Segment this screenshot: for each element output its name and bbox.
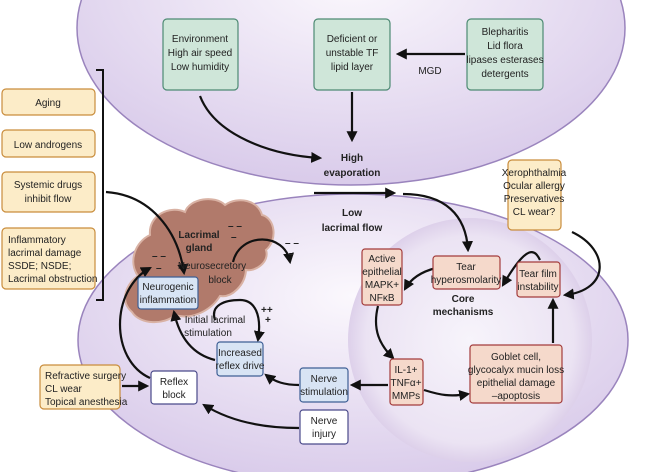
mgd-label: MGD [418, 66, 441, 77]
il1-tnf-mmps-box: IL-1+TNFα+MMPs [389, 358, 424, 406]
aging-box: Aging [1, 88, 96, 116]
svg-text:Low androgens: Low androgens [14, 140, 82, 151]
svg-text:Aging: Aging [35, 98, 61, 109]
minus-marks: – –– [228, 221, 242, 243]
svg-text:IL-1+TNFα+MMPs: IL-1+TNFα+MMPs [390, 365, 421, 402]
minus-marks-outside: – –– [285, 238, 299, 260]
minus-marks-left: – –– [152, 251, 166, 274]
plus-marks: +++ [261, 305, 273, 326]
left-factors-bracket [96, 69, 104, 301]
svg-text:Goblet cell,glycocalyx mucin l: Goblet cell,glycocalyx mucin lossepithel… [468, 352, 564, 402]
low-androgens-box: Low androgens [1, 129, 96, 158]
